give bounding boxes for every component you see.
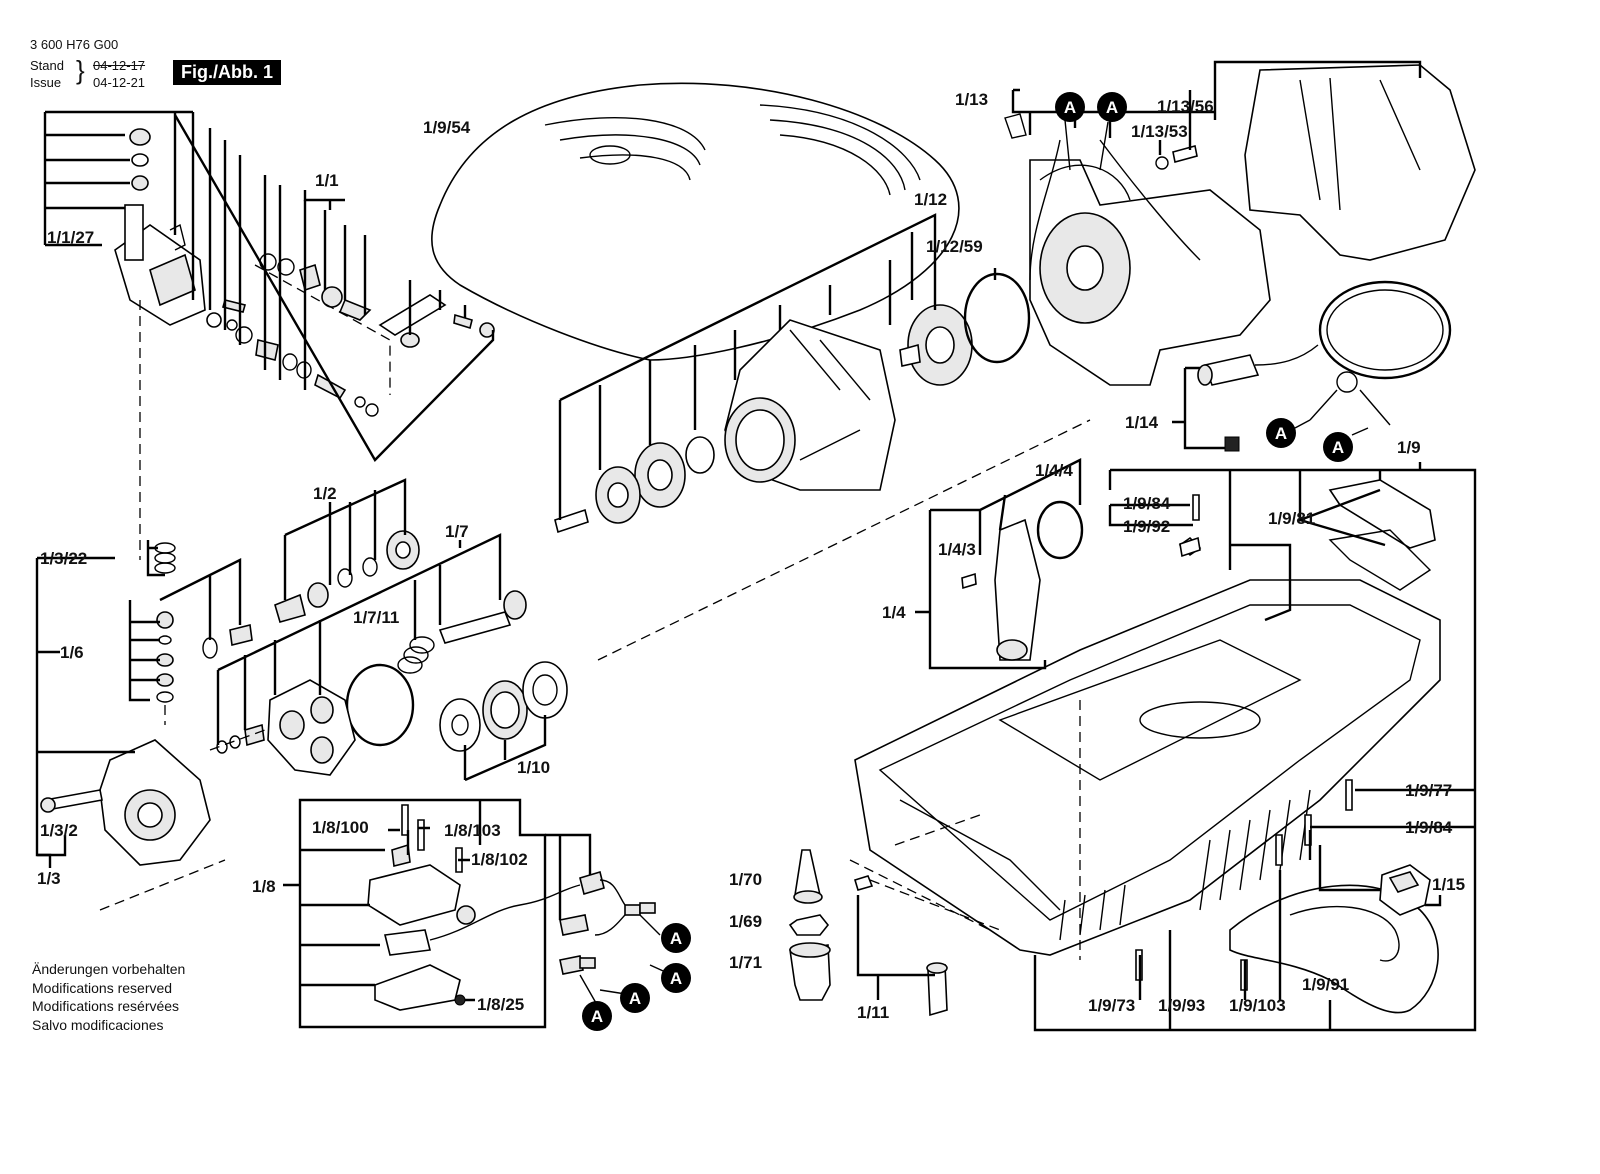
base-tub-part bbox=[854, 479, 1441, 956]
front-cover-part bbox=[1244, 64, 1476, 261]
svg-text:A: A bbox=[670, 929, 682, 948]
stand-label: Stand bbox=[30, 58, 64, 73]
footer-notes: Änderungen vorbehalten Modifications res… bbox=[32, 960, 185, 1034]
gear-housing-part bbox=[724, 319, 896, 491]
footer-line-de: Änderungen vorbehalten bbox=[32, 961, 186, 977]
label-1-6: 1/6 bbox=[60, 643, 84, 662]
o-ring-part bbox=[963, 272, 1031, 364]
leader-lines bbox=[35, 60, 1477, 1032]
label-1-13-56: 1/13/56 bbox=[1157, 97, 1214, 116]
svg-text:A: A bbox=[1106, 98, 1118, 117]
label-1-14: 1/14 bbox=[1125, 413, 1159, 432]
label-1-4-4: 1/4/4 bbox=[1035, 461, 1073, 480]
switch-parts bbox=[367, 843, 656, 1011]
label-1-2: 1/2 bbox=[313, 484, 337, 503]
label-1-9-91: 1/9/91 bbox=[1302, 975, 1349, 994]
label-1-11: 1/11 bbox=[857, 1003, 889, 1022]
label-1-8-100: 1/8/100 bbox=[312, 818, 369, 837]
part-labels: 1/1 1/1/27 1/9/54 1/12 1/12/59 1/13 1/13… bbox=[37, 90, 1465, 1022]
connection-marker-a: A bbox=[620, 983, 650, 1013]
label-1-9-84-top: 1/9/84 bbox=[1123, 494, 1171, 513]
connection-marker-a: A bbox=[1097, 92, 1127, 122]
label-1-12: 1/12 bbox=[914, 190, 947, 209]
label-1-9-84-right: 1/9/84 bbox=[1405, 818, 1453, 837]
label-1-10: 1/10 bbox=[517, 758, 550, 777]
housing-cover-part bbox=[431, 82, 960, 361]
label-1-15: 1/15 bbox=[1432, 875, 1465, 894]
label-1-9-54: 1/9/54 bbox=[423, 118, 471, 137]
doc-number: 3 600 H76 G00 bbox=[30, 37, 119, 52]
figure-label: Fig./Abb. 1 bbox=[173, 60, 281, 85]
valve-parts bbox=[202, 530, 568, 776]
gear-part bbox=[899, 304, 973, 386]
connection-marker-a: A bbox=[661, 923, 691, 953]
pressure-block-part bbox=[114, 128, 495, 417]
svg-text:A: A bbox=[591, 1007, 603, 1026]
svg-text:A: A bbox=[1275, 424, 1287, 443]
label-1-8-102: 1/8/102 bbox=[471, 850, 528, 869]
svg-text:A: A bbox=[1064, 98, 1076, 117]
label-1-9-103: 1/9/103 bbox=[1229, 996, 1286, 1015]
label-1-3-22: 1/3/22 bbox=[40, 549, 87, 568]
label-1-12-59: 1/12/59 bbox=[926, 237, 983, 256]
spring-1-7-11 bbox=[397, 636, 435, 674]
nozzle-part bbox=[961, 500, 1084, 661]
label-1-4: 1/4 bbox=[882, 603, 906, 622]
label-1-4-3: 1/4/3 bbox=[938, 540, 976, 559]
new-date: 04-12-21 bbox=[93, 75, 146, 90]
pump-head-part bbox=[40, 542, 211, 866]
connection-marker-a: A bbox=[1266, 418, 1296, 448]
label-1-71: 1/71 bbox=[729, 953, 762, 972]
svg-text:A: A bbox=[670, 969, 682, 988]
connection-marker-a: A bbox=[582, 1001, 612, 1031]
svg-text:A: A bbox=[1332, 438, 1344, 457]
label-1-9-77: 1/9/77 bbox=[1405, 781, 1452, 800]
footer-line-en: Modifications reserved bbox=[32, 979, 173, 996]
label-1-7: 1/7 bbox=[445, 522, 469, 541]
motor-part bbox=[1029, 139, 1271, 386]
base-screw-parts bbox=[1004, 113, 1353, 991]
label-1-9-73: 1/9/73 bbox=[1088, 996, 1135, 1015]
connection-marker-a: A bbox=[1055, 92, 1085, 122]
power-cord-part bbox=[1197, 280, 1452, 452]
old-date: 04-12-17 bbox=[93, 58, 146, 73]
label-1-1: 1/1 bbox=[315, 171, 339, 190]
handle-part bbox=[1229, 884, 1439, 1014]
assembly-dashed-lines bbox=[99, 264, 1091, 960]
connection-marker-a: A bbox=[661, 963, 691, 993]
footer-line-es: Salvo modificaciones bbox=[32, 1016, 164, 1033]
footer-line-fr: Modifications resérvées bbox=[32, 998, 180, 1014]
label-1-7-11: 1/7/11 bbox=[353, 608, 399, 627]
label-1-69: 1/69 bbox=[729, 912, 762, 931]
label-1-8: 1/8 bbox=[252, 877, 276, 896]
label-1-3: 1/3 bbox=[37, 869, 61, 888]
label-1-13: 1/13 bbox=[955, 90, 988, 109]
label-1-9-81: 1/9/81 bbox=[1268, 509, 1315, 528]
label-1-70: 1/70 bbox=[729, 870, 762, 889]
svg-text:A: A bbox=[629, 989, 641, 1008]
connection-marker-a: A bbox=[1323, 432, 1353, 462]
screw-parts bbox=[401, 804, 463, 873]
issue-label: Issue bbox=[30, 75, 62, 90]
label-1-8-103: 1/8/103 bbox=[444, 821, 501, 840]
label-1-1-27: 1/1/27 bbox=[47, 228, 94, 247]
label-1-9-92: 1/9/92 bbox=[1123, 517, 1170, 536]
bearing-parts bbox=[554, 436, 715, 534]
label-1-9-93: 1/9/93 bbox=[1158, 996, 1205, 1015]
hose-connector-parts bbox=[788, 849, 948, 1017]
label-1-9: 1/9 bbox=[1397, 438, 1421, 457]
brace-icon: } bbox=[76, 55, 85, 85]
label-1-3-2: 1/3/2 bbox=[40, 821, 78, 840]
label-1-8-25: 1/8/25 bbox=[477, 995, 524, 1014]
label-1-13-53: 1/13/53 bbox=[1131, 122, 1188, 141]
